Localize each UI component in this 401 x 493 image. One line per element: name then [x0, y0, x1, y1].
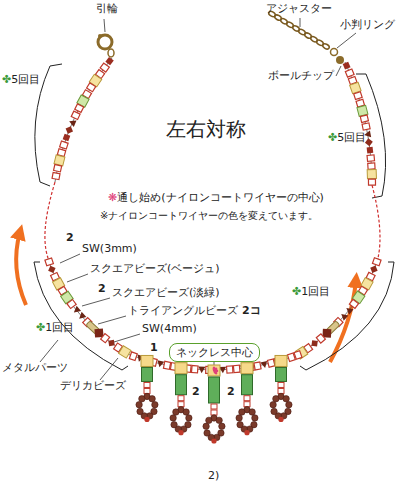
fringe-drop — [236, 363, 258, 436]
bead — [198, 367, 205, 374]
bead — [368, 179, 375, 185]
bracket — [34, 262, 128, 370]
bead — [129, 352, 137, 361]
bead — [60, 141, 68, 149]
part-label: トライアングルビーズ — [128, 305, 238, 318]
bead — [156, 360, 164, 368]
part-label: 2 — [66, 232, 74, 245]
bead — [71, 111, 80, 119]
direction-arrow — [16, 232, 26, 305]
part-label: スクエアビーズ(ベージュ) — [90, 263, 220, 276]
bracket — [300, 262, 394, 370]
part-label: 2 — [192, 386, 200, 399]
bead — [294, 351, 302, 360]
part-label: ✤1回目 — [36, 322, 74, 335]
leader-lines — [40, 18, 356, 380]
part-label: 2コ — [242, 305, 261, 318]
part-label: ✤5回目 — [328, 132, 366, 145]
part-label: 1 — [150, 342, 158, 355]
fringe-drop — [270, 355, 292, 422]
part-label: アジャスター — [266, 3, 332, 16]
start-mark — [213, 367, 219, 376]
part-label: ✤1回目 — [292, 286, 330, 299]
bead — [227, 366, 233, 373]
bead — [372, 258, 381, 266]
part-label: ✤5回目 — [2, 74, 40, 87]
bead — [354, 92, 362, 100]
bead — [87, 83, 96, 92]
direction-arrow — [330, 280, 356, 362]
bead — [367, 155, 375, 162]
callout-text: ネックレス中心 — [176, 346, 253, 359]
part-label: 2 — [227, 386, 235, 399]
bead — [68, 118, 77, 127]
bead — [67, 300, 76, 309]
bead — [119, 346, 131, 358]
adjuster-link — [322, 43, 330, 50]
bead — [105, 57, 113, 65]
part-label: ボールチップ — [268, 70, 334, 83]
bead — [191, 365, 198, 372]
bead — [362, 123, 370, 130]
part-label: メタルパーツ — [2, 362, 68, 375]
ball-tip — [336, 56, 344, 64]
bead — [45, 258, 54, 266]
bead — [101, 334, 110, 343]
bead — [343, 62, 351, 70]
bead — [360, 115, 368, 122]
wire — [372, 185, 380, 258]
part-label: 引輪 — [96, 3, 118, 16]
wire — [45, 182, 55, 258]
oval-ring — [331, 49, 338, 56]
part-label: スクエアビーズ(淡緑) — [112, 287, 220, 300]
bead — [254, 362, 261, 370]
bead — [367, 169, 376, 178]
title-note: 左右対称 — [166, 118, 246, 141]
part-label: SW(4mm) — [142, 323, 197, 336]
callout-box: ネックレス中心 — [169, 343, 260, 362]
part-label: デリカビーズ — [60, 380, 126, 393]
part-label: 2) — [208, 470, 219, 483]
part-label: 小判リング — [340, 19, 395, 32]
fringe-drop — [136, 355, 158, 422]
part-label: ❋通し始め(ナイロンコートワイヤーの中心) — [108, 192, 324, 205]
spring-ring — [98, 34, 102, 38]
part-label: ※ナイロンコートワイヤーの色を変えています。 — [100, 210, 318, 222]
spring-ring — [98, 35, 112, 49]
bead — [163, 361, 170, 369]
bead — [233, 365, 240, 373]
bead — [344, 305, 353, 315]
bead — [267, 359, 274, 367]
bead — [345, 69, 354, 77]
jump-ring — [108, 49, 114, 57]
fringe-drop — [203, 365, 225, 444]
bead — [52, 172, 60, 179]
bead — [349, 299, 358, 308]
part-label: 2 — [98, 283, 106, 296]
bead — [63, 134, 71, 142]
bead — [54, 165, 62, 172]
bead — [72, 306, 81, 316]
fringe-drop — [170, 363, 192, 436]
bead — [368, 163, 375, 169]
bead — [75, 104, 84, 113]
wire — [298, 258, 378, 355]
bead — [64, 125, 74, 135]
bead — [367, 147, 374, 154]
part-label: SW(3mm) — [82, 243, 137, 256]
